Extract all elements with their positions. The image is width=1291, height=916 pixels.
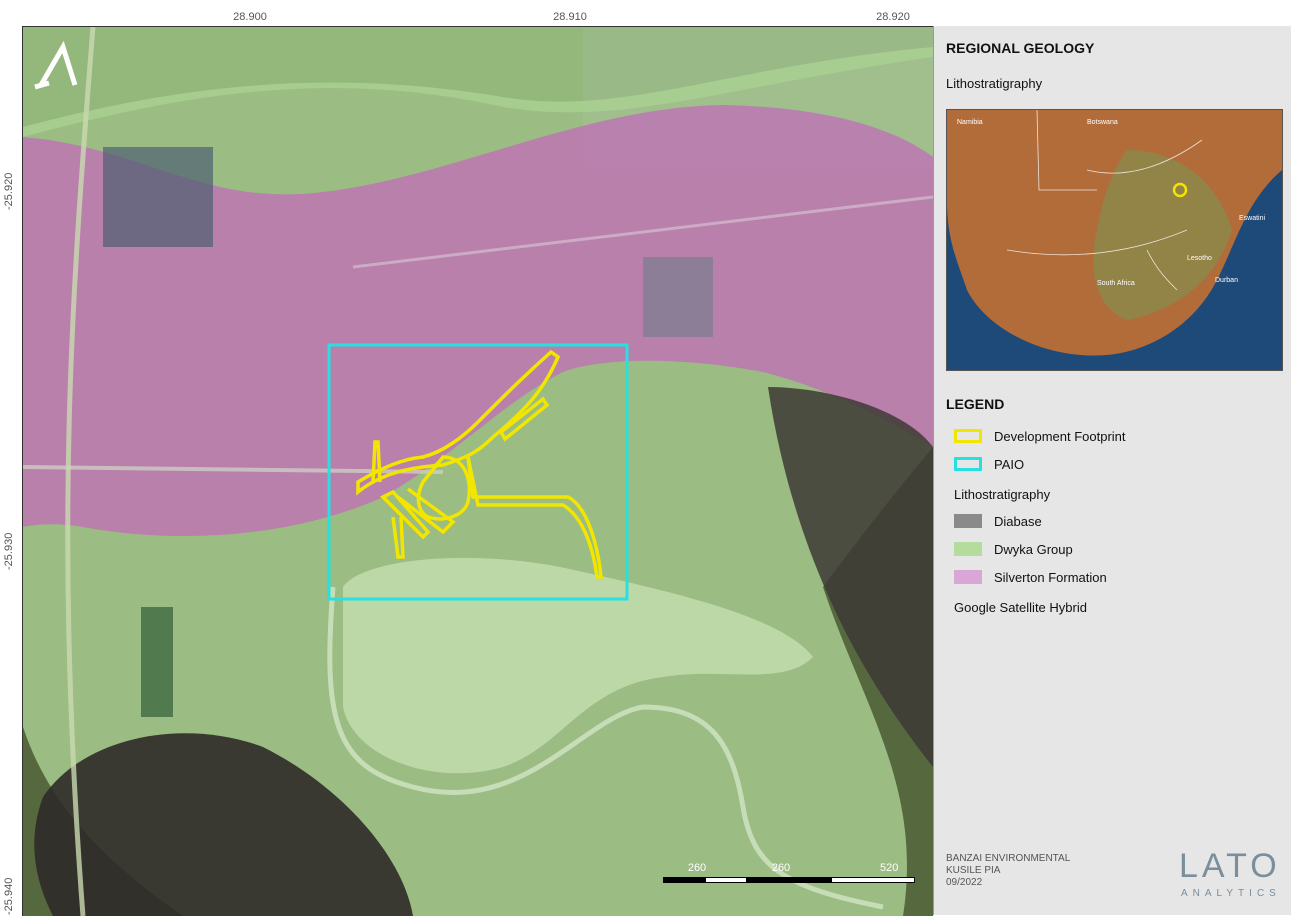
silverton-formation-area (23, 105, 933, 536)
panel-title: REGIONAL GEOLOGY (946, 40, 1095, 56)
legend-swatch-dwyka-group (954, 542, 982, 556)
credits-line-3: 09/2022 (946, 877, 983, 888)
dwyka-group-area-north (23, 27, 933, 137)
paio-boundary[interactable] (327, 343, 629, 601)
legend-item-diabase: Diabase (954, 511, 1042, 531)
legend-label: Diabase (994, 513, 1042, 529)
land-green (1093, 150, 1232, 320)
diabase-area-east (768, 387, 933, 767)
credits-line-2: KUSILE PIA (946, 865, 1001, 876)
basemap-label: Google Satellite Hybrid (954, 600, 1087, 615)
legend-item-paio: PAIO (954, 454, 1024, 474)
legend-swatch-diabase (954, 514, 982, 528)
inset-label-durban: Durban (1215, 277, 1238, 284)
lithostratigraphy-heading: Lithostratigraphy (954, 487, 1051, 502)
scale-label-1: 260 (687, 862, 707, 874)
company-logo-subtitle: ANALYTICS (1181, 888, 1281, 899)
longitude-label-2: 28.910 (553, 11, 587, 23)
legend-swatch-silverton-formation (954, 570, 982, 584)
site-location-marker (1172, 182, 1188, 198)
scale-bar: 260 260 520 m (663, 862, 919, 892)
scale-label-2: 260 (771, 862, 791, 874)
borders (1006, 110, 1203, 291)
legend-item-dwyka-group: Dwyka Group (954, 539, 1073, 559)
pond-west (141, 607, 173, 717)
legend-item-silverton-formation: Silverton Formation (954, 567, 1107, 587)
latitude-label-2: -25.930 (3, 532, 15, 570)
legend-swatch-paio (954, 457, 982, 471)
latitude-label-1: -25.920 (3, 172, 15, 210)
diabase-area-southwest (34, 733, 414, 916)
development-footprint[interactable] (356, 349, 603, 579)
inset-map[interactable]: Namibia Botswana Eswatini Lesotho South … (946, 109, 1283, 371)
legend-label: Silverton Formation (994, 569, 1107, 585)
longitude-label-3: 28.920 (876, 11, 910, 23)
panel-subtitle: Lithostratigraphy (946, 76, 1043, 91)
scale-segment-4 (831, 877, 915, 883)
legend-swatch-development-footprint (954, 429, 982, 443)
north-arrow-icon (34, 40, 78, 90)
legend-title: LEGEND (946, 396, 1005, 412)
scale-segment-1 (663, 877, 705, 883)
inset-label-lesotho: Lesotho (1187, 255, 1212, 262)
legend-label: Dwyka Group (994, 541, 1073, 557)
inset-map-svg: Namibia Botswana Eswatini Lesotho South … (947, 110, 1282, 370)
map-canvas[interactable]: 260 260 520 m (22, 26, 933, 916)
legend-label: PAIO (994, 456, 1025, 472)
side-panel: REGIONAL GEOLOGY Lithostratigraphy Namib… (933, 26, 1291, 915)
road-west (65, 27, 96, 916)
pond-north (103, 147, 213, 247)
pond-industrial (643, 257, 713, 337)
longitude-label-1: 28.900 (233, 11, 267, 23)
scale-segment-3 (747, 877, 831, 883)
scale-segment-2 (705, 877, 747, 883)
company-logo: LATO (1179, 847, 1281, 885)
legend-label: Development Footprint (994, 428, 1126, 444)
road-industrial (352, 195, 933, 269)
inset-label-namibia: Namibia (957, 119, 983, 126)
inset-label-botswana: Botswana (1087, 119, 1118, 126)
credits-line-1: BANZAI ENVIRONMENTAL (946, 853, 1071, 864)
latitude-label-3: -25.940 (3, 877, 15, 915)
ash-dump (343, 557, 813, 774)
inset-label-south-africa: South Africa (1097, 280, 1135, 287)
credits-block: BANZAI ENVIRONMENTAL KUSILE PIA 09/2022 (946, 853, 1070, 889)
map-svg (23, 27, 933, 916)
legend-item-development-footprint: Development Footprint (954, 426, 1126, 446)
inset-label-eswatini: Eswatini (1239, 215, 1266, 222)
haul-road (327, 586, 884, 910)
